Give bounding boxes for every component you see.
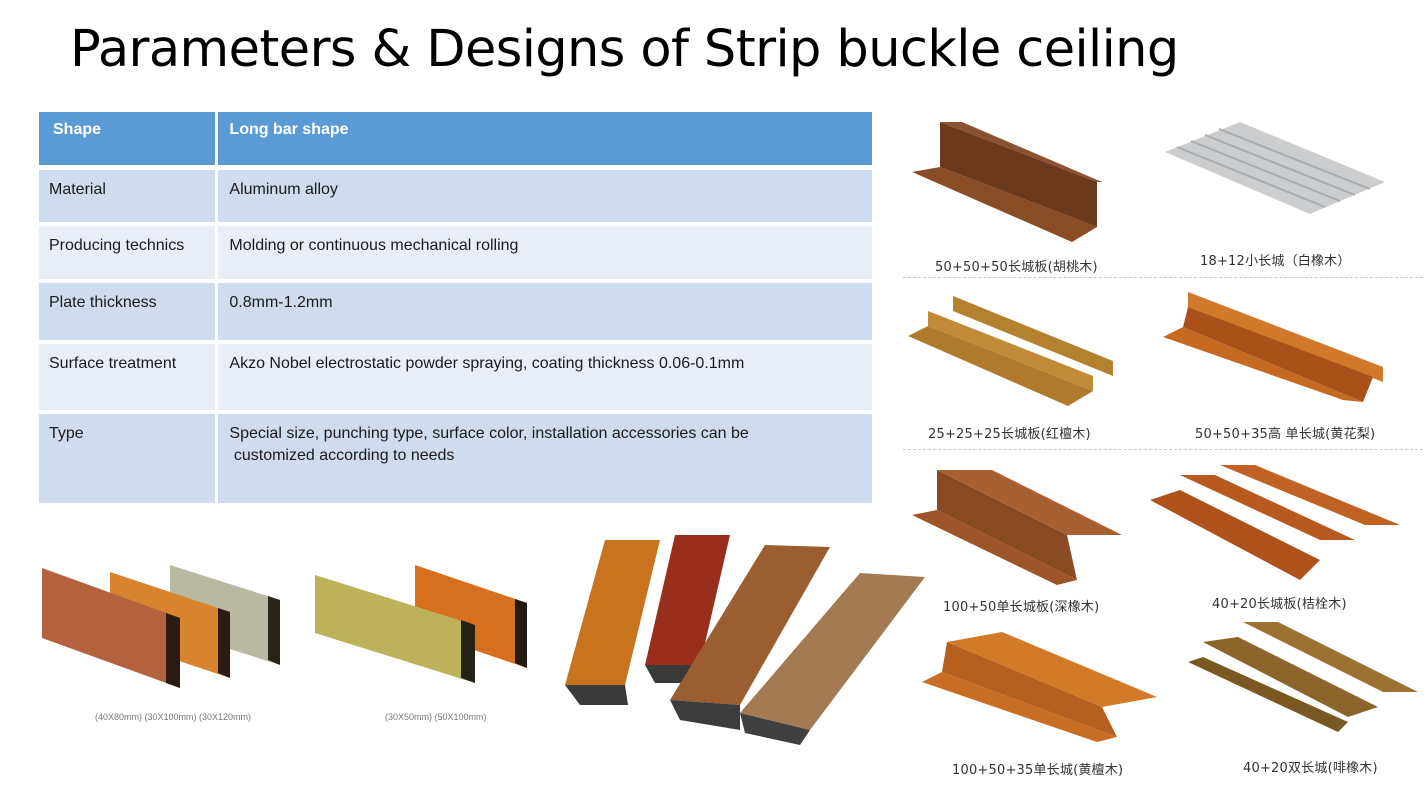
u-channel-wood-grain-strips-image <box>560 535 925 745</box>
product-image-orange-oak <box>1150 465 1400 585</box>
row-value: Molding or continuous mechanical rolling <box>218 226 872 279</box>
product-image-yellow-rosewood <box>1163 292 1388 402</box>
table-row: Surface treatment Akzo Nobel electrostat… <box>39 344 872 410</box>
row-value-line2: customized according to needs <box>229 447 455 464</box>
product-image-white-oak <box>1165 122 1390 214</box>
row-key: Producing technics <box>39 226 216 279</box>
table-row: Material Aluminum alloy <box>39 170 872 222</box>
product-caption: 100+50单长城板(深橡木) <box>943 600 1100 615</box>
row-key: Material <box>39 170 216 222</box>
product-caption: 40+20双长城(啡橡木) <box>1243 761 1378 776</box>
row-key: Surface treatment <box>39 344 216 410</box>
tube-size-caption: (40X80mm) (30X100mm) (30X120mm) <box>95 712 252 722</box>
tube-size-caption: (30X50mm) (50X100mm) <box>385 712 487 722</box>
row-value: Aluminum alloy <box>218 170 872 222</box>
table-row: Plate thickness 0.8mm-1.2mm <box>39 283 872 340</box>
product-image-yellow-sandalwood <box>922 632 1162 742</box>
product-caption: 18+12小长城（白橡木） <box>1200 254 1351 269</box>
product-caption: 40+20长城板(桔栓木) <box>1212 597 1347 612</box>
page-title: Parameters & Designs of Strip buckle cei… <box>70 20 1179 79</box>
grid-divider <box>903 449 1423 450</box>
row-key: Type <box>39 414 216 503</box>
product-caption: 100+50+35单长城(黄檀木) <box>952 763 1124 778</box>
product-image-coffee-oak <box>1188 622 1423 732</box>
product-caption: 25+25+25长城板(红檀木) <box>928 427 1091 442</box>
row-value: Special size, punching type, surface col… <box>218 414 872 503</box>
table-row: Type Special size, punching type, surfac… <box>39 414 872 503</box>
row-key: Plate thickness <box>39 283 216 340</box>
rectangular-tube-profiles-three-image <box>40 560 290 690</box>
header-key: Shape <box>39 112 216 165</box>
grid-divider <box>903 277 1423 278</box>
row-value: Akzo Nobel electrostatic powder spraying… <box>218 344 872 410</box>
product-caption: 50+50+35高 单长城(黄花梨) <box>1195 427 1376 442</box>
header-value: Long bar shape <box>218 112 872 165</box>
table-header-row: Shape Long bar shape <box>39 112 872 165</box>
product-image-walnut <box>912 122 1102 242</box>
product-image-red-sandalwood <box>908 296 1118 406</box>
table-row: Producing technics Molding or continuous… <box>39 226 872 279</box>
product-caption: 50+50+50长城板(胡桃木) <box>935 260 1098 275</box>
row-value: 0.8mm-1.2mm <box>218 283 872 340</box>
row-value-line1: Special size, punching type, surface col… <box>229 425 749 442</box>
rectangular-tube-profiles-two-image <box>315 565 535 685</box>
product-image-dark-oak <box>912 470 1122 585</box>
